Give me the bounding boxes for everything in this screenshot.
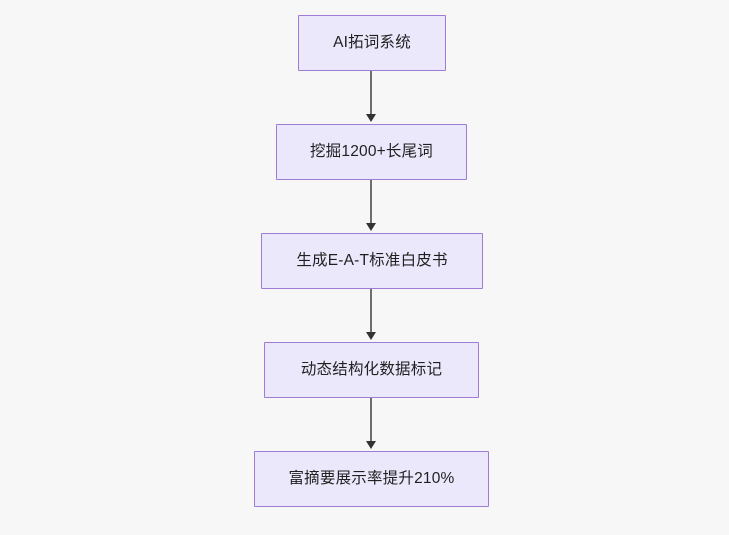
flowchart-node-longtail-keywords[interactable]: 挖掘1200+长尾词 xyxy=(276,124,467,180)
flowchart-node-structured-data-markup[interactable]: 动态结构化数据标记 xyxy=(264,342,479,398)
flowchart-node-ai-keyword-system[interactable]: AI拓词系统 xyxy=(298,15,446,71)
flowchart-node-label: 富摘要展示率提升210% xyxy=(288,470,455,488)
arrowhead-n3-n4 xyxy=(366,332,376,340)
edge-n2-n3 xyxy=(370,180,372,225)
flowchart-node-label: AI拓词系统 xyxy=(333,34,411,52)
arrowhead-n4-n5 xyxy=(366,441,376,449)
edge-n1-n2 xyxy=(370,71,372,116)
arrowhead-n2-n3 xyxy=(366,223,376,231)
flowchart-node-label: 动态结构化数据标记 xyxy=(300,361,443,379)
flowchart-node-label: 挖掘1200+长尾词 xyxy=(309,143,434,161)
flowchart-node-eat-whitepaper[interactable]: 生成E-A-T标准白皮书 xyxy=(261,233,483,289)
flowchart-node-label: 生成E-A-T标准白皮书 xyxy=(296,252,448,270)
arrowhead-n1-n2 xyxy=(366,114,376,122)
edge-n4-n5 xyxy=(370,398,372,443)
edge-n3-n4 xyxy=(370,289,372,334)
flowchart-node-rich-snippet-result[interactable]: 富摘要展示率提升210% xyxy=(254,451,489,507)
